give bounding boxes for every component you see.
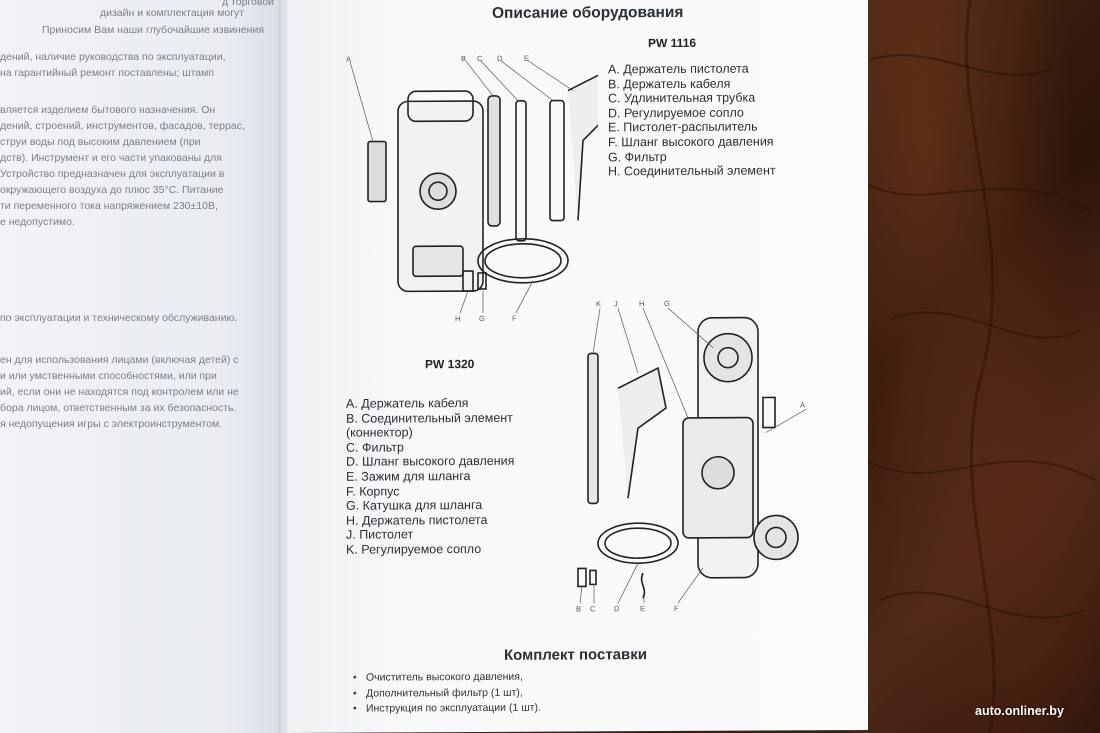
pw1116-callout: B [461,54,466,63]
left-page-line: по эксплуатации и техническому обслужива… [0,312,238,324]
parts-item: G. Катушка для шланга [346,498,483,513]
parts-item: H. Держатель пистолета [346,512,488,528]
parts-item: J. Пистолет [346,527,414,543]
pw1320-callout: E [640,604,645,613]
parts-item: C. Фильтр [346,440,404,455]
pw1320-callout: B [576,604,581,613]
left-page-line: ен для использования лицами (включая дет… [0,354,239,366]
parts-item: G. Фильтр [608,149,667,164]
left-page-line: вляется изделием бытового назначения. Он [0,104,216,116]
kit-item: Дополнительный фильтр (1 шт), [366,685,541,701]
parts-item: D. Регулируемое сопло [608,105,744,121]
left-page-line: на гарантийный ремонт поставлены; штамп [0,67,215,79]
pw1116-parts-list: A. Держатель пистолета B. Держатель кабе… [608,61,776,179]
pw1320-diagram: K J H G A B C D E F [576,299,807,613]
pw1320-callout: H [639,299,644,308]
pw1320-callout: K [596,299,601,308]
pw1116-callout: F [512,314,517,323]
watermark: auto.onliner.by [975,704,1064,718]
left-page-line: Приносим Вам наши глубочайшие извинения [42,24,265,36]
pw1116-callout: G [479,314,485,323]
left-page-line: д торговой [222,0,275,8]
page-title: Описание оборудования [492,3,684,22]
kit-item: Очиститель высокого давления, [366,670,541,686]
left-page-line: дений, строений, инструментов, фасадов, … [0,120,245,132]
kit-title: Комплект поставки [504,646,647,664]
pw1320-callout: A [800,400,805,409]
pw1320-callout: C [590,604,596,613]
kit-list: Очиститель высокого давления, Дополнител… [366,670,541,717]
parts-item: A. Держатель кабеля [346,396,469,411]
left-page-line: и или умственными способностями, или при [0,370,217,382]
pw1116-callout: C [477,54,483,63]
left-page-line: ти переменного тока напряжением 230±10В, [0,200,218,212]
left-page-line: я недопущения игры с электроинструментом… [0,418,223,430]
pw1320-parts-list: A. Держатель кабеля B. Соединительный эл… [346,396,514,557]
parts-item: E. Пистолет-распылитель [608,119,758,135]
model-1-name: PW 1116 [648,35,697,51]
pw1116-callout: A [346,55,351,64]
parts-item: C. Удлинительная трубка [608,90,756,106]
left-page-line: струи воды под высоким давлением (при [0,136,201,148]
right-page: Описание оборудования PW 1116 [288,0,868,733]
pw1116-diagram: A B C D E F G H [346,54,598,323]
parts-item: B. Держатель кабеля [608,76,731,91]
parts-item: H. Соединительный элемент [608,163,776,179]
leather-texture [859,0,1096,733]
parts-item: F. Шланг высокого давления [608,134,774,150]
left-page-line: Устройство предназначен для эксплуатации… [0,168,225,180]
left-page-line: дизайн и комплектация могут [100,7,245,19]
pw1116-callout: H [455,314,460,323]
parts-item: E. Зажим для шланга [346,469,471,484]
left-page-line: дений, наличие руководства по эксплуатац… [0,51,226,63]
left-page-line: бора лицом, ответственным за их безопасн… [0,402,237,414]
model-2-name: PW 1320 [425,357,475,372]
kit-item: Инструкция по эксплуатации (1 шт). [366,701,541,717]
pw1116-callout: D [497,54,503,63]
pw1320-callout: G [664,299,670,308]
left-page-line: дств). Инструмент и его части упакованы … [0,152,222,164]
parts-item: D. Шланг высокого давления [346,454,515,470]
parts-item: K. Регулируемое сопло [346,541,482,557]
left-page-line: ий, если они не находятся под контролем … [0,386,239,398]
pw1116-callout: E [524,54,529,63]
leather-background [850,0,1100,733]
left-page: д торговой дизайн и комплектация могут П… [0,0,283,733]
pw1320-callout: D [614,604,620,613]
left-page-line: е недопустимо. [0,216,75,228]
pw1320-callout: J [614,299,618,308]
pw1320-callout: F [674,604,679,613]
parts-item: (коннектор) [346,425,413,440]
parts-item: F. Корпус [346,483,400,499]
parts-item: A. Держатель пистолета [608,61,749,77]
parts-item: B. Соединительный элемент [346,410,513,426]
left-page-line: окружающего воздуха до плюс 35°С. Питани… [0,184,224,196]
